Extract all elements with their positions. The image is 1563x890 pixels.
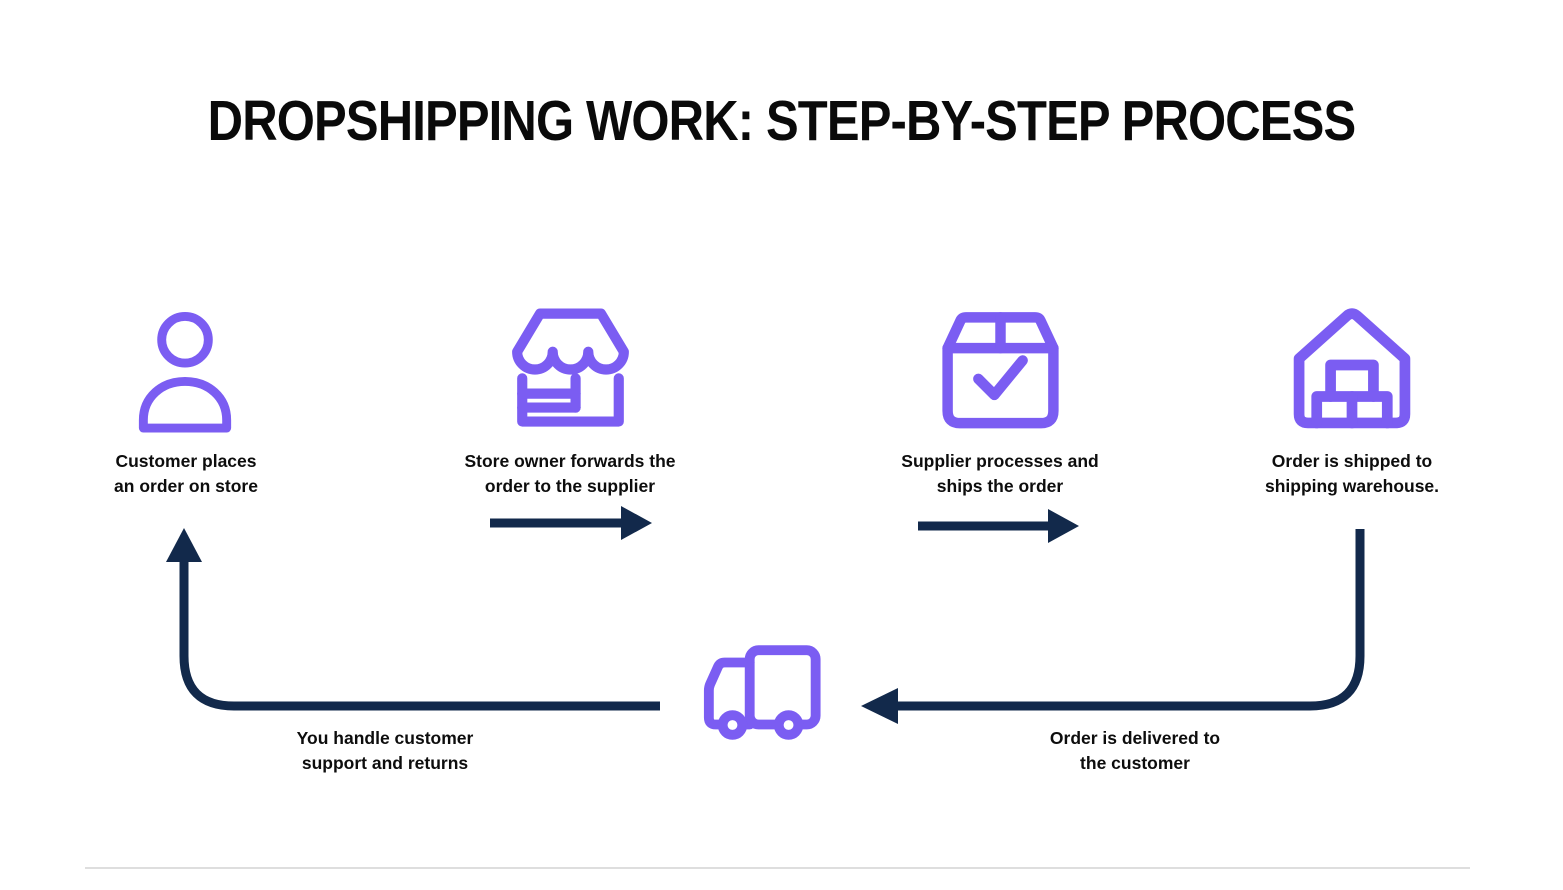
- step-customer-label: Customer places an order on store: [114, 451, 258, 496]
- warehouse-icon: [1293, 308, 1411, 429]
- support-returns-label: You handle customer support and returns: [296, 728, 474, 773]
- step-supplier-icon-wrap: [939, 300, 1062, 433]
- step-customer-icon-wrap: [136, 300, 236, 433]
- delivery-truck-icon: [703, 645, 821, 740]
- storefront-icon: [511, 308, 629, 427]
- step-warehouse-label: Order is shipped to shipping warehouse.: [1264, 451, 1440, 496]
- arrow-warehouse-to-truck: [861, 529, 1365, 724]
- step-supplier: Supplier processes and ships the order: [850, 300, 1150, 499]
- page-title: DROPSHIPPING WORK: STEP-BY-STEP PROCESS: [207, 89, 1357, 153]
- step-customer: Customer places an order on store: [36, 300, 336, 499]
- arrow-step2-to-step3: [490, 506, 652, 540]
- arrow-truck-to-customer: [166, 528, 660, 711]
- step-store-owner-label: Store owner forwards the order to the su…: [464, 451, 676, 496]
- step-warehouse-icon-wrap: [1289, 300, 1415, 433]
- step-store-owner: Store owner forwards the order to the su…: [420, 300, 720, 499]
- step-supplier-label: Supplier processes and ships the order: [901, 451, 1099, 496]
- bottom-divider-line: [85, 867, 1470, 869]
- arrow-step3-to-step4: [918, 509, 1079, 543]
- package-check-icon: [941, 312, 1059, 429]
- step-store-owner-icon-wrap: [507, 300, 634, 433]
- user-icon: [138, 312, 232, 433]
- step-warehouse: Order is shipped to shipping warehouse.: [1202, 300, 1502, 499]
- delivery-truck-wrap: [700, 645, 824, 745]
- order-delivered-label: Order is delivered to the customer: [1049, 728, 1221, 773]
